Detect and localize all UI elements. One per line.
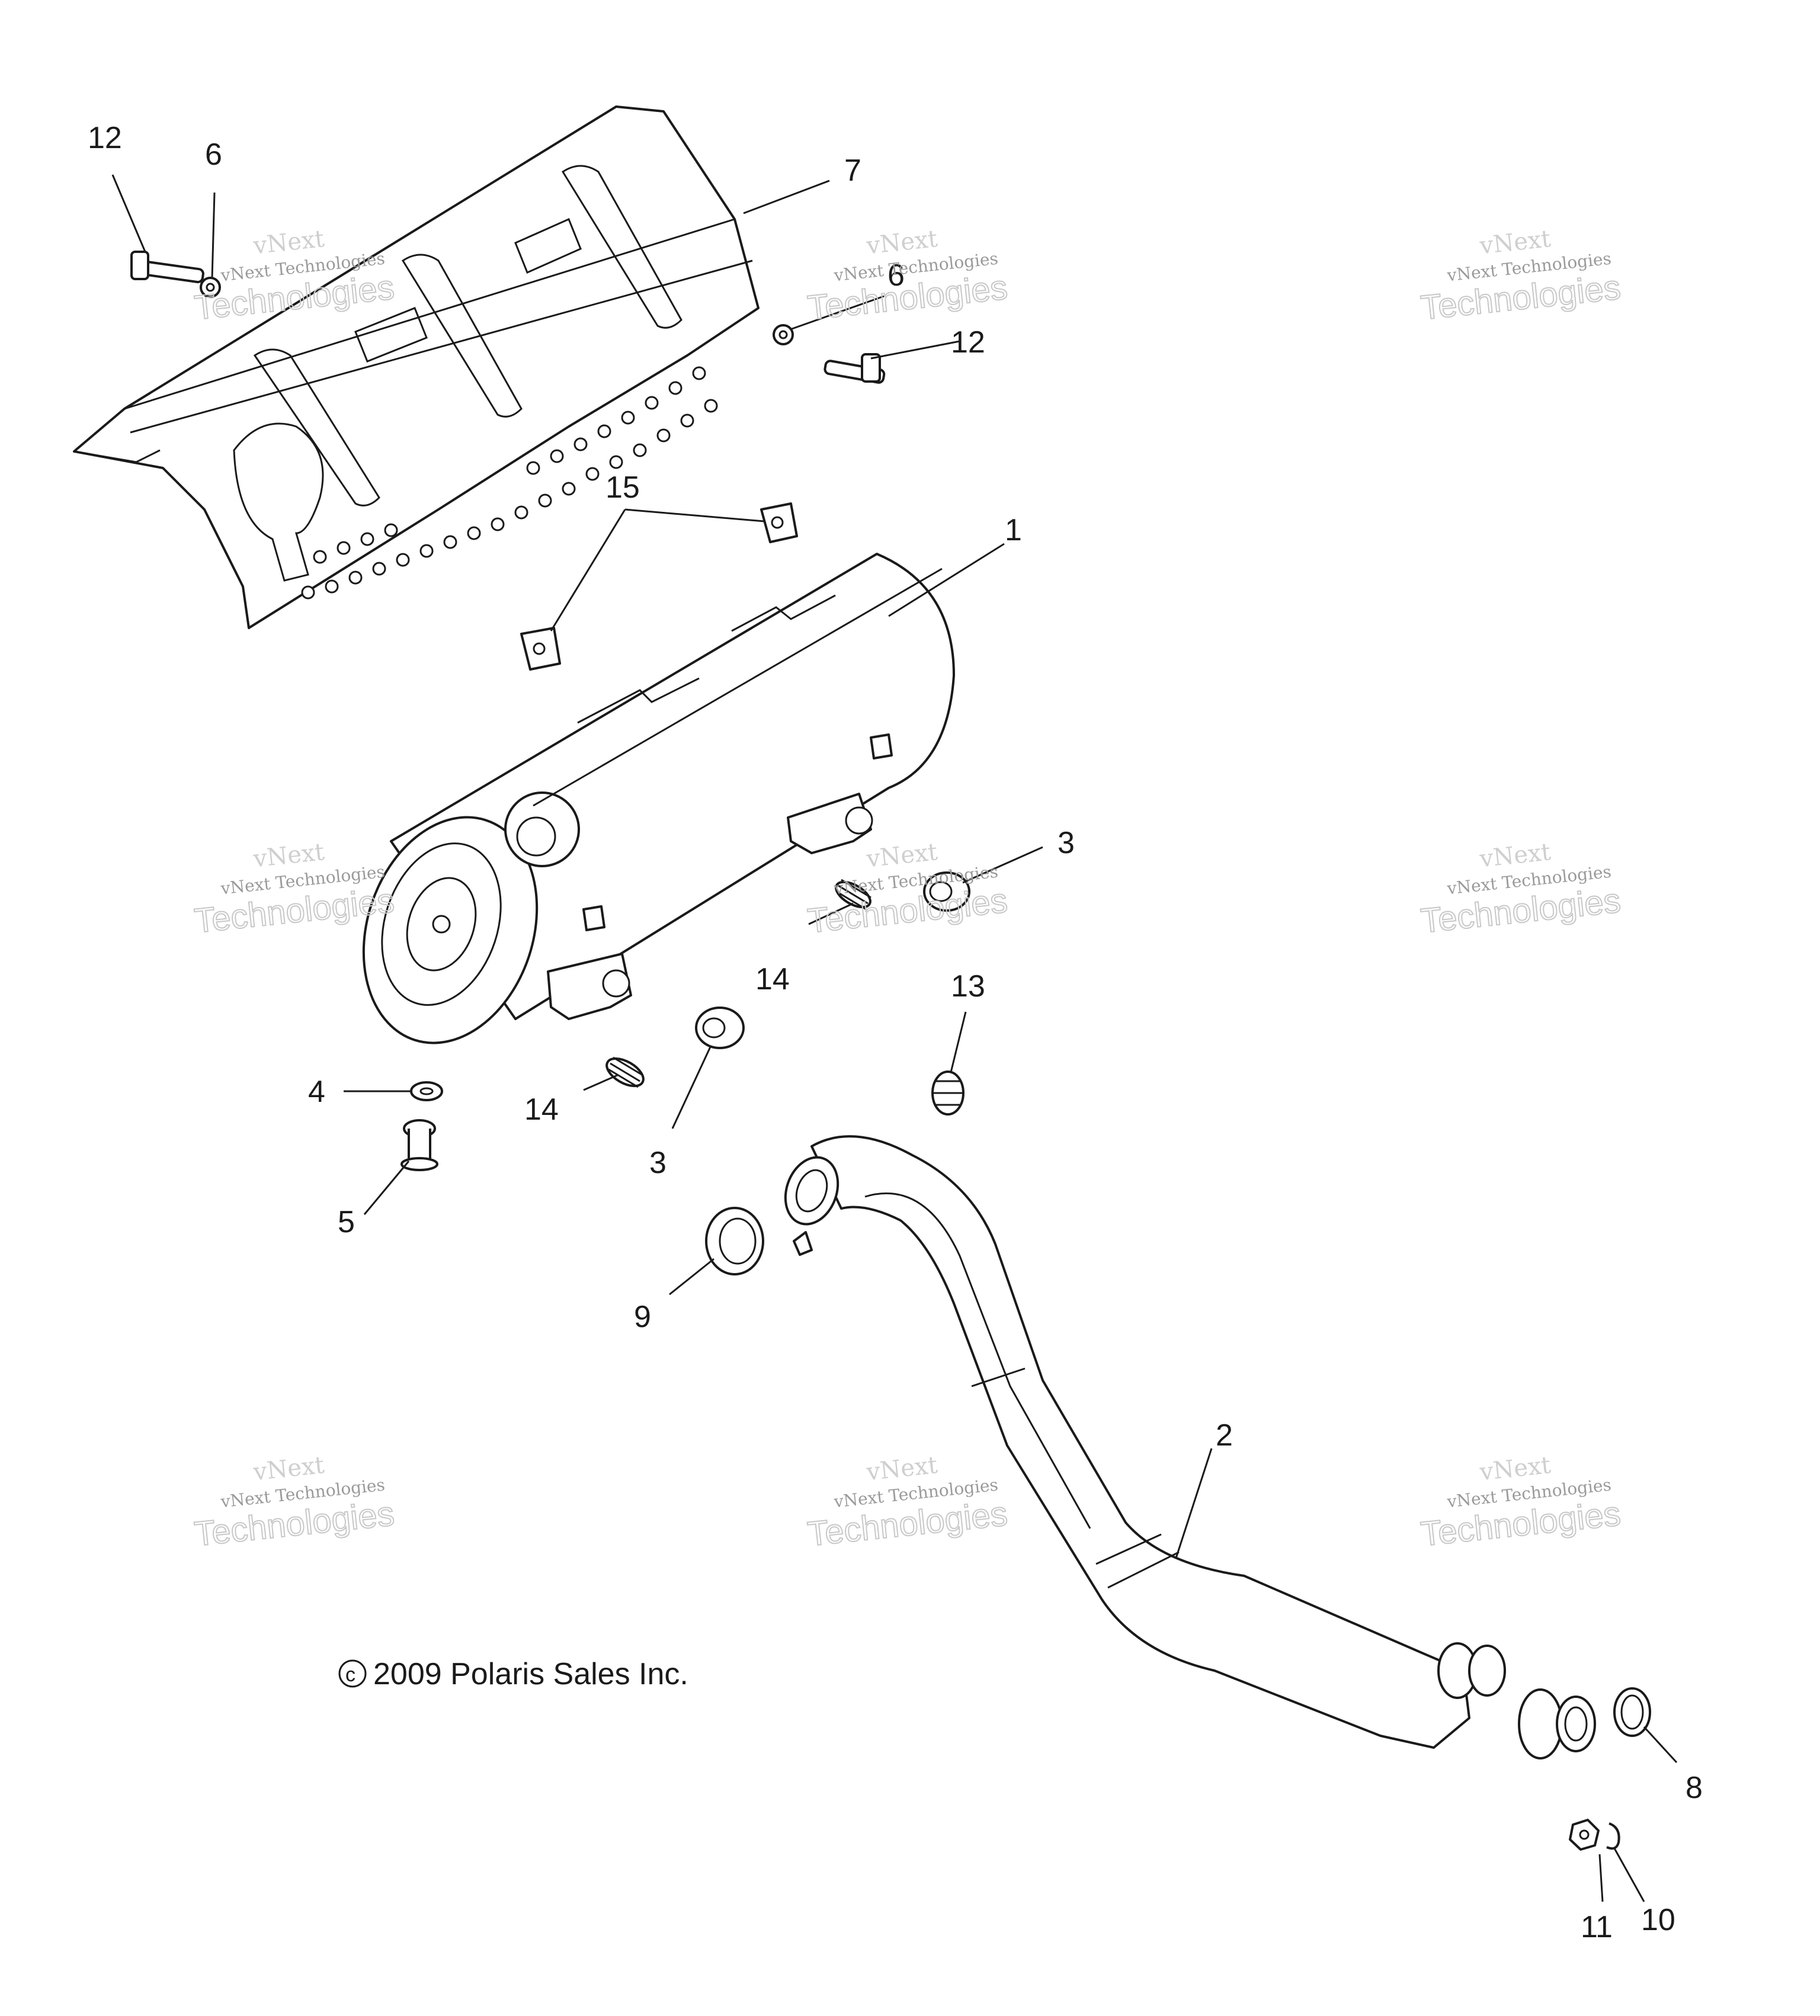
- clip-10: [1606, 1822, 1620, 1850]
- watermark-tile: vNext vNext Technologies Technologies: [1418, 838, 1623, 941]
- callout-12a: 12: [88, 121, 122, 155]
- watermark-tile: vNext vNext Technologies Technologies: [1418, 1451, 1623, 1554]
- watermark-tile: vNext vNext Technologies Technologies: [805, 1451, 1010, 1554]
- shield-washer-6-left: [200, 277, 221, 298]
- leader-lines: [111, 174, 1678, 1902]
- copyright-line: c 2009 Polaris Sales Inc.: [338, 1657, 688, 1691]
- callout-1: 1: [1005, 513, 1022, 547]
- muffler-part: [362, 553, 955, 1044]
- svg-text:vNext: vNext: [1478, 1451, 1552, 1486]
- callout-9: 9: [634, 1300, 651, 1334]
- grommet-15-upper: [760, 502, 798, 543]
- watermark-tile: vNext vNext Technologies Technologies: [805, 225, 1010, 328]
- callout-labels: 12 6 7 6 12 15 1 3 14 13 4 14 3 5 9 2 8 …: [88, 121, 1703, 1944]
- washer-4: [410, 1081, 443, 1101]
- watermark-tile: vNext vNext Technologies Technologies: [192, 1451, 397, 1554]
- seal-ring-8: [1613, 1687, 1651, 1737]
- svg-text:vNext: vNext: [252, 1451, 326, 1486]
- svg-text:vNext: vNext: [1478, 225, 1552, 259]
- watermark-tile: vNext vNext Technologies Technologies: [192, 838, 397, 941]
- callout-2: 2: [1216, 1418, 1233, 1453]
- head-pipe-part: [784, 1135, 1596, 1759]
- copyright-symbol: c: [345, 1664, 355, 1686]
- callout-14b: 14: [524, 1092, 559, 1127]
- svg-text:vNext: vNext: [865, 1451, 939, 1486]
- spring-14-upper: [835, 879, 871, 911]
- watermark-tile: vNext vNext Technologies Technologies: [1418, 225, 1623, 328]
- callout-3b: 3: [649, 1146, 667, 1180]
- bushing-3-lower: [695, 1007, 745, 1049]
- svg-text:vNext: vNext: [252, 838, 326, 873]
- callout-6a: 6: [205, 137, 222, 172]
- callout-12b: 12: [951, 325, 985, 360]
- svg-text:vNext: vNext: [1478, 838, 1552, 873]
- callout-5: 5: [338, 1205, 355, 1239]
- callout-4: 4: [308, 1075, 325, 1109]
- svg-text:vNext: vNext: [252, 225, 326, 259]
- callout-6b: 6: [887, 258, 905, 293]
- callout-8: 8: [1686, 1771, 1703, 1805]
- shield-bolt-12-right: [824, 353, 886, 384]
- spring-14-lower: [605, 1056, 645, 1088]
- callout-15: 15: [605, 470, 640, 505]
- callout-7: 7: [844, 153, 861, 188]
- shield-washer-6-right: [773, 324, 794, 345]
- callout-11: 11: [1581, 1910, 1613, 1944]
- svg-text:vNext: vNext: [865, 838, 939, 873]
- copyright-text: 2009 Polaris Sales Inc.: [373, 1657, 688, 1691]
- gasket-9: [705, 1207, 764, 1275]
- shield-bolt-12-left: [130, 251, 204, 284]
- callout-10: 10: [1641, 1903, 1675, 1937]
- callout-13: 13: [951, 969, 985, 1004]
- nut-11: [1569, 1819, 1600, 1851]
- bushing-3-upper: [923, 871, 970, 912]
- spring-13: [931, 1071, 965, 1116]
- callout-3a: 3: [1058, 826, 1075, 860]
- svg-text:vNext: vNext: [865, 225, 939, 259]
- grommet-15-lower: [520, 627, 561, 671]
- stud-5: [400, 1119, 438, 1171]
- heat-shield-part: [73, 105, 760, 629]
- callout-14a: 14: [755, 962, 790, 996]
